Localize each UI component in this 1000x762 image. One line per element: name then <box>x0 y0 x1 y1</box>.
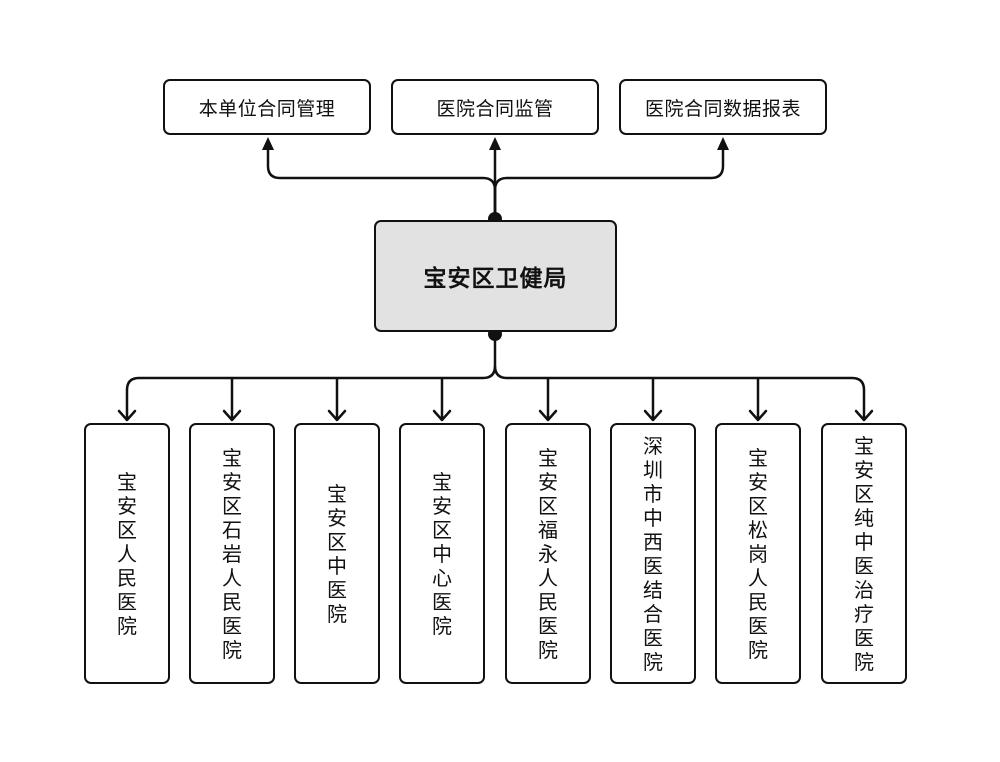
downward-arrowheads <box>117 409 874 422</box>
hospital-label: 宝安区中医院 <box>327 481 347 626</box>
hospital-node-2[interactable]: 宝安区石岩人民医院 <box>189 423 275 684</box>
hospital-node-3[interactable]: 宝安区中医院 <box>294 423 380 684</box>
top-node-label: 医院合同数据报表 <box>644 97 801 120</box>
hospital-node-8[interactable]: 宝安区纯中医治疗医院 <box>821 423 907 684</box>
arrowhead-down-7 <box>748 409 768 422</box>
arrowhead-down-4 <box>432 409 452 422</box>
hospital-node-6[interactable]: 深圳市中西医结合医院 <box>610 423 696 684</box>
center-node-label: 宝安区卫健局 <box>423 266 568 292</box>
connector-to-top-3 <box>493 146 725 219</box>
hospital-label: 深圳市中西医结合医院 <box>643 433 663 674</box>
hospital-label: 宝安区纯中医治疗医院 <box>854 433 874 674</box>
arrowhead-down-6 <box>643 409 663 422</box>
top-node-label: 本单位合同管理 <box>198 97 336 120</box>
connector-to-top-1 <box>266 146 497 219</box>
arrowhead-down-1 <box>117 409 137 422</box>
arrowhead-down-3 <box>327 409 347 422</box>
hospital-label: 宝安区石岩人民医院 <box>222 445 242 662</box>
top-node-contract-management[interactable]: 本单位合同管理 <box>163 79 371 135</box>
hospital-node-5[interactable]: 宝安区福永人民医院 <box>505 423 591 684</box>
arrowhead-up-1 <box>262 137 274 150</box>
hospital-label: 宝安区福永人民医院 <box>538 445 558 662</box>
hospital-label: 宝安区松岗人民医院 <box>748 445 768 662</box>
hospital-node-4[interactable]: 宝安区中心医院 <box>399 423 485 684</box>
upward-arrowheads <box>262 137 729 150</box>
hospital-label: 宝安区中心医院 <box>432 469 452 638</box>
upward-connectors <box>266 146 725 219</box>
hospital-label: 宝安区人民医院 <box>117 469 137 638</box>
top-node-label: 医院合同监管 <box>436 97 554 120</box>
hospital-node-1[interactable]: 宝安区人民医院 <box>84 423 170 684</box>
arrowhead-down-5 <box>538 409 558 422</box>
top-node-data-report[interactable]: 医院合同数据报表 <box>619 79 827 135</box>
downward-connectors <box>125 334 866 418</box>
arrowhead-down-2 <box>222 409 242 422</box>
arrowhead-down-8 <box>854 409 874 422</box>
arrowhead-up-2 <box>489 137 501 150</box>
hospital-node-7[interactable]: 宝安区松岗人民医院 <box>715 423 801 684</box>
down-bus <box>125 365 497 418</box>
arrowhead-up-3 <box>717 137 729 150</box>
center-node-health-bureau[interactable]: 宝安区卫健局 <box>374 220 617 332</box>
top-node-hospital-supervision[interactable]: 医院合同监管 <box>391 79 599 135</box>
down-bus-right <box>493 365 866 418</box>
